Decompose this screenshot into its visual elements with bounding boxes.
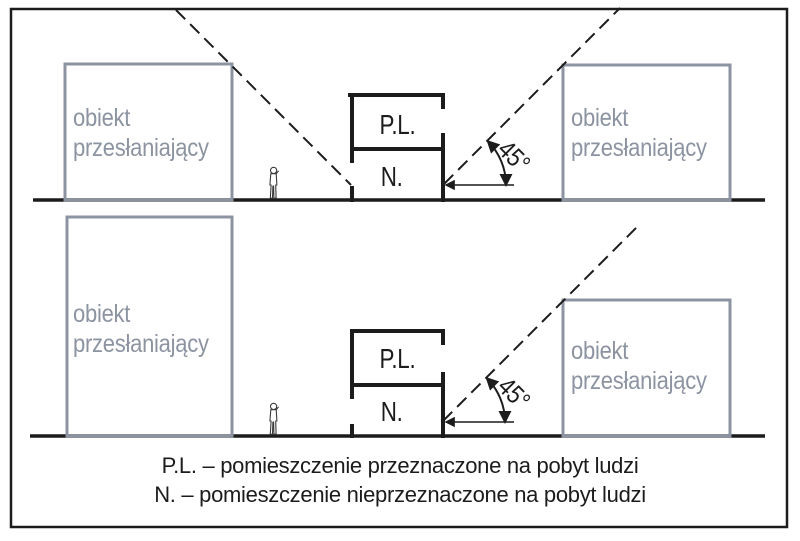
obscuring-label-line1: obiekt [73,300,131,328]
person-figure [269,166,280,199]
obscuring-label-line1: obiekt [571,337,629,365]
lower-room-label: N. [380,161,403,192]
sight-line-left [175,9,352,186]
obscuring-building-left [63,62,234,202]
obscuring-building-left-label: obiekt przesłaniający [73,299,209,359]
analyzed-building [348,93,445,202]
obscuring-label-line2: przesłaniający [73,330,209,358]
obscuring-building-right-label: obiekt przesłaniający [571,103,707,163]
panel-bottom [30,215,765,438]
obscuring-building-left-label: obiekt przesłaniający [73,103,209,163]
obscuring-label-line2: przesłaniający [73,134,209,162]
sight-line-right [443,7,621,185]
angle-arc [485,376,512,424]
lower-room-label: N. [380,396,403,427]
obscuring-building-left [65,215,234,438]
legend-line-n: N. – pomieszczenie nieprzeznaczone na po… [154,482,646,507]
angle-arc [486,139,513,187]
obscuring-label-line2: przesłaniający [571,367,707,395]
obscuring-label-line1: obiekt [73,104,131,132]
upper-room-label: P.L. [379,109,416,140]
panel-top [33,7,765,202]
obscuring-building-right-label: obiekt przesłaniający [571,336,707,396]
obscuring-label-line2: przesłaniający [571,134,707,162]
upper-room-label: P.L. [379,343,416,374]
legend: P.L. – pomieszczenie przeznaczone na pob… [0,451,800,509]
outer-frame [9,7,789,529]
analyzed-building [350,329,445,438]
obscuring-building-right [561,298,732,438]
legend-line-pl: P.L. – pomieszczenie przeznaczone na pob… [161,453,639,478]
sight-line-right [442,223,641,422]
person-figure [269,402,280,435]
obscuring-label-line1: obiekt [571,104,629,132]
obscuring-building-right [561,63,732,202]
